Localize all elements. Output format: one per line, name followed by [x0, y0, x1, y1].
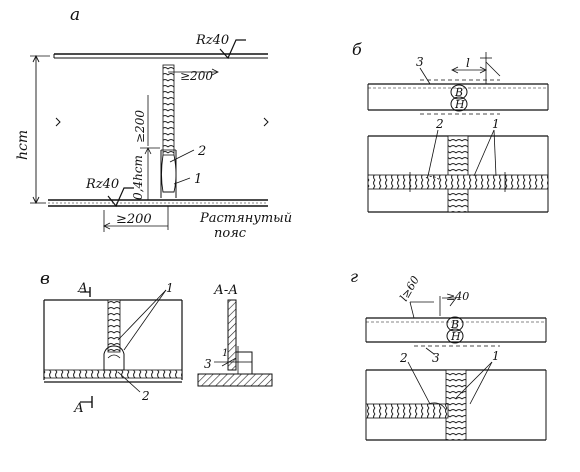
dim-vertical: ≥200 0,4hст [131, 95, 160, 200]
section-a-bottom: А [73, 401, 84, 416]
callout-b-2: 2 [435, 117, 444, 131]
callout-v-3: 3 [204, 357, 212, 371]
callout-a-2: 2 [197, 144, 206, 159]
panel-b: б В Н 3 l [352, 40, 549, 213]
h-label: hст [15, 130, 31, 160]
callout-v-1: 1 [166, 281, 174, 295]
rz-bottom-label: Rz40 [85, 177, 119, 192]
dim-bottom: ≥200 [103, 206, 169, 232]
section-a-a: А-А 3 1 [197, 283, 273, 387]
b-callouts-bottom: 2 1 [427, 117, 500, 177]
callout-b-3: 3 [416, 55, 424, 69]
b-vertical-weld [447, 135, 469, 213]
callout-v-2: 2 [141, 389, 150, 403]
section-marker-bottom: А [73, 396, 93, 416]
callout-b-1: 1 [492, 117, 500, 131]
stiffener-weld [162, 64, 175, 156]
callout-g-l60: l≥60 [397, 274, 422, 304]
dim-vertical-label-2: 0,4hст [131, 155, 145, 200]
g-vertical-weld [445, 369, 467, 441]
svg-text:Н: Н [450, 330, 461, 343]
section-web [227, 299, 237, 371]
break-mark-right [263, 117, 269, 127]
section-a-top: А [77, 281, 88, 296]
callout-b-l: l [466, 56, 470, 70]
v-callouts: 1 2 [117, 281, 174, 403]
bottom-flange [48, 199, 268, 207]
g-callouts-bottom: 2 1 [399, 349, 500, 405]
svg-text:В: В [454, 86, 463, 99]
callout-g-40: ≥40 [446, 290, 469, 303]
dim-bottom-label: ≥200 [116, 212, 152, 227]
callout-g-2: 2 [399, 351, 408, 365]
top-flange [53, 53, 268, 59]
panel-g: г В Н l≥60 ≥40 3 [350, 267, 547, 441]
callout-g-1: 1 [492, 349, 500, 363]
v-plate [43, 299, 183, 383]
v-flange-weld [43, 369, 183, 379]
panel-a-letter: a [70, 5, 80, 25]
rz-marker-bottom: Rz40 [85, 177, 134, 208]
panel-b-letter: б [352, 40, 362, 59]
callout-v-1b: 1 [222, 348, 228, 359]
height-dimension: hст [15, 54, 50, 205]
b-horizontal-weld [367, 174, 549, 190]
caption-line-2: пояс [214, 226, 247, 241]
panel-a: a hст [15, 5, 292, 241]
dim-vertical-label: ≥200 [133, 110, 147, 143]
svg-text:Н: Н [454, 98, 465, 111]
panel-v-letter: в [40, 269, 50, 289]
section-flange [197, 373, 273, 387]
g-plate-section: В Н [365, 316, 547, 347]
rz-marker-top: Rz40 [195, 33, 246, 60]
stiffener-lower [160, 149, 177, 198]
panel-g-letter: г [350, 267, 358, 286]
svg-text:В: В [450, 318, 459, 331]
dim-top-label: ≥200 [180, 69, 213, 83]
b-callouts-top: 3 l [416, 52, 501, 85]
callouts-a: 2 1 [169, 144, 206, 187]
panel-v: в А 1 2 А [40, 269, 273, 416]
callout-a-1: 1 [194, 172, 202, 187]
g-plan-view [365, 369, 547, 441]
callout-g-3: 3 [432, 351, 440, 365]
v-stiffener-weld [107, 299, 121, 353]
b-plan-view [367, 135, 549, 213]
section-marker-top: А [77, 281, 91, 297]
caption-line-1: Растянутый [199, 211, 292, 226]
g-horizontal-weld [365, 403, 449, 419]
dim-top: ≥200 [168, 68, 219, 83]
section-title: А-А [213, 283, 238, 298]
break-mark-left [55, 117, 61, 127]
rz-top-label: Rz40 [195, 33, 229, 48]
b-plate-section: В Н [367, 79, 549, 115]
